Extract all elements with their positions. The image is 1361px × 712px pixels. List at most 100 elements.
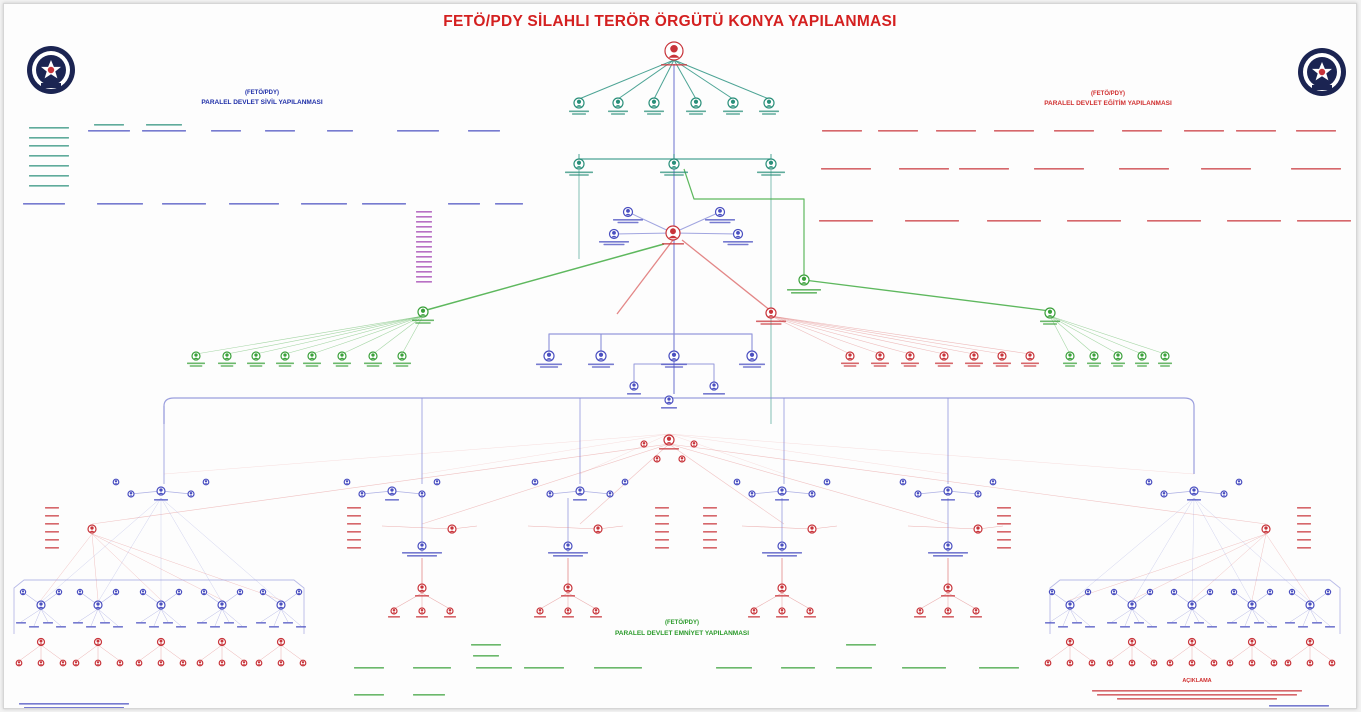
person-icon: [129, 491, 133, 495]
person-icon-body: [670, 358, 678, 360]
person-icon: [730, 99, 736, 104]
label-text-placeholder: [661, 407, 677, 409]
person-icon-body: [1172, 593, 1176, 594]
person-icon-body: [901, 483, 905, 485]
person-icon-body: [1162, 495, 1166, 497]
label-text-placeholder: [759, 110, 779, 113]
person-icon-body: [1090, 664, 1094, 666]
connector-line: [681, 239, 772, 312]
person-icon: [1272, 661, 1276, 664]
connector-line: [673, 59, 697, 100]
label-text-placeholder: [548, 552, 588, 554]
connector-line: [160, 497, 282, 603]
member-node: [664, 395, 674, 405]
label-text-placeholder: [395, 365, 409, 367]
person-icon-body: [780, 612, 784, 614]
label-text-placeholder: [776, 616, 788, 618]
label-text-placeholder: [928, 552, 968, 554]
person-icon: [225, 353, 229, 357]
person-icon: [780, 488, 784, 492]
connector-line: [1193, 497, 1311, 603]
label-text-placeholder: [471, 644, 501, 646]
member-node: [276, 637, 286, 647]
person-icon: [908, 353, 912, 357]
label-text-placeholder: [775, 499, 789, 501]
member-node: [1261, 524, 1271, 534]
connector-line: [613, 232, 674, 235]
member-node: [112, 588, 120, 596]
member-node: [714, 206, 726, 218]
person-icon: [766, 99, 772, 104]
person-icon-body: [767, 315, 775, 317]
member-node: [417, 306, 429, 318]
connector-line: [226, 315, 424, 355]
label-text-placeholder: [1160, 365, 1170, 367]
connector-line: [280, 644, 304, 662]
label-text-placeholder: [1054, 130, 1094, 132]
label-text-placeholder: [495, 203, 523, 205]
member-node: [1288, 588, 1296, 596]
label-text-placeholder: [86, 626, 96, 628]
label-text-placeholder: [29, 155, 69, 157]
member-node: [1220, 490, 1228, 498]
label-text-placeholder: [941, 595, 955, 597]
person-icon-body: [565, 547, 571, 549]
connector-line: [1193, 497, 1253, 603]
civil-structure-heading: (FETÖ/PDY): [245, 89, 279, 96]
label-text-placeholder: [1180, 626, 1190, 628]
member-node: [668, 158, 680, 170]
person-icon-body: [711, 387, 717, 389]
person-icon-body: [1112, 593, 1116, 594]
person-icon: [667, 397, 671, 401]
label-text-placeholder: [686, 110, 706, 113]
connector-line: [1069, 644, 1093, 662]
member-node: [255, 659, 263, 667]
connector-line: [1193, 490, 1225, 495]
person-icon: [972, 353, 976, 357]
person-icon-body: [1068, 664, 1072, 666]
member-node: [668, 350, 680, 362]
label-text-placeholder: [1065, 365, 1075, 367]
person-icon: [1250, 639, 1254, 643]
member-node: [1025, 351, 1035, 361]
person-icon: [1000, 353, 1004, 357]
member-node: [222, 351, 232, 361]
label-text-placeholder: [997, 507, 1011, 509]
member-node: [156, 600, 166, 610]
label-text-placeholder: [661, 64, 687, 66]
label-text-placeholder: [415, 595, 429, 597]
person-icon: [1092, 353, 1096, 357]
label-text-placeholder: [1227, 622, 1237, 624]
connector-line: [1244, 608, 1253, 627]
member-node: [989, 478, 997, 486]
member-node: [280, 351, 290, 361]
label-text-placeholder: [416, 251, 432, 253]
person-icon-body: [339, 357, 345, 359]
connector-line: [284, 315, 424, 355]
label-text-placeholder: [1297, 220, 1351, 222]
label-text-placeholder: [1092, 690, 1302, 692]
label-text-placeholder: [997, 531, 1011, 533]
label-text-placeholder: [149, 626, 159, 628]
label-text-placeholder: [229, 203, 279, 205]
label-text-placeholder: [1194, 622, 1204, 624]
label-text-placeholder: [29, 165, 69, 167]
label-text-placeholder: [476, 667, 512, 669]
label-text-placeholder: [937, 365, 951, 367]
person-icon-body: [575, 166, 583, 168]
person-icon: [96, 639, 100, 643]
person-icon: [1222, 491, 1226, 495]
label-text-placeholder: [88, 130, 130, 132]
connector-line: [1069, 533, 1267, 601]
member-node: [709, 381, 719, 391]
person-icon: [976, 526, 980, 530]
person-icon-body: [129, 495, 133, 497]
person-icon-body: [752, 612, 756, 614]
connector-line: [163, 433, 670, 475]
person-icon: [752, 608, 756, 612]
person-icon-body: [158, 492, 164, 494]
member-node: [914, 490, 922, 498]
connector-line: [221, 644, 245, 662]
connector-line: [273, 608, 282, 627]
connector-line: [770, 315, 881, 355]
